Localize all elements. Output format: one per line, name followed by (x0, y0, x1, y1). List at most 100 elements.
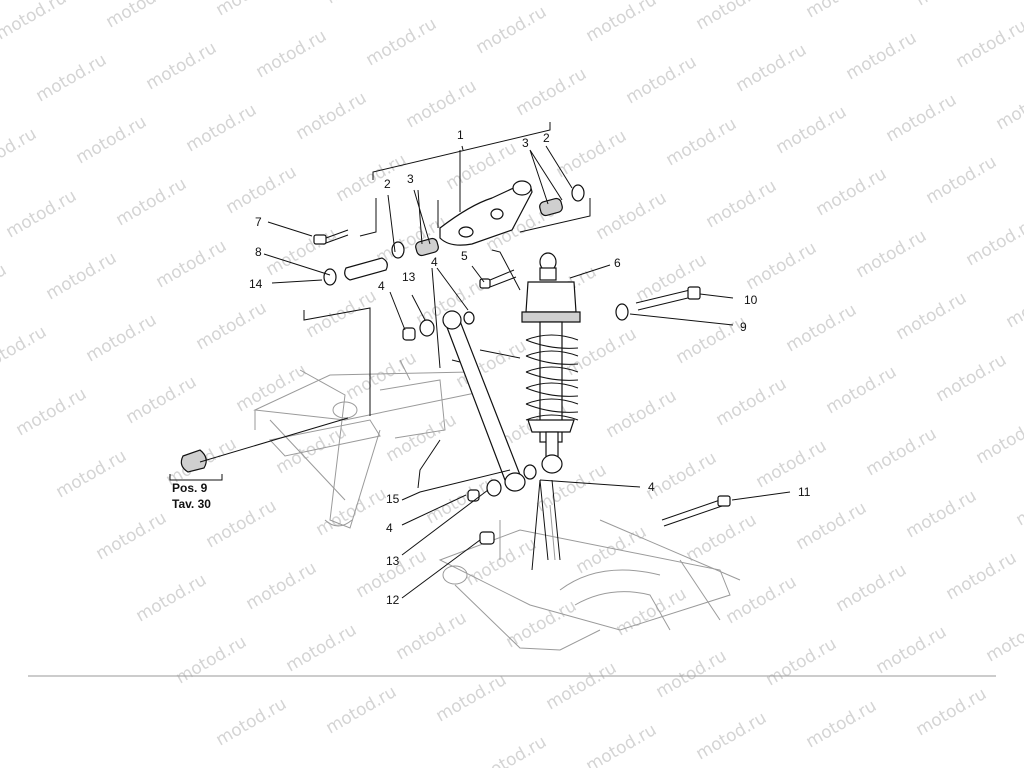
reference-tav: Tav. 30 (172, 497, 211, 511)
bushing-pos9 (180, 449, 207, 473)
watermark-text: motod.ru (683, 510, 761, 566)
watermark-text: motod.ru (323, 0, 401, 8)
callout-13: 13 (402, 270, 416, 284)
watermark-text: motod.ru (43, 248, 121, 304)
washer-4-right (523, 464, 537, 480)
watermark-text: motod.ru (623, 52, 701, 108)
pin-8 (344, 257, 388, 281)
watermark-text: motod.ru (13, 384, 91, 440)
nut-4-lower (467, 489, 480, 502)
watermark-text: motod.ru (473, 2, 551, 58)
watermark-text: motod.ru (463, 534, 541, 590)
watermark-text: motod.ru (283, 620, 361, 676)
washer-13-upper (419, 319, 435, 337)
watermark-text: motod.ru (903, 486, 981, 542)
watermark-text: motod.ru (173, 632, 251, 688)
watermark-text: motod.ru (783, 300, 861, 356)
watermark-text: motod.ru (143, 38, 221, 94)
washer-9 (615, 303, 629, 321)
watermark-text: motod.ru (503, 596, 581, 652)
watermark-text: motod.ru (113, 174, 191, 230)
watermark-text: motod.ru (0, 0, 70, 44)
watermark-text: motod.ru (73, 112, 151, 168)
callout-12: 12 (386, 593, 400, 607)
callout-2: 2 (384, 177, 391, 191)
callout-10: 10 (744, 293, 758, 307)
watermark-text: motod.ru (693, 0, 771, 34)
watermark-text: motod.ru (103, 0, 181, 32)
watermark-text: motod.ru (913, 0, 991, 10)
watermark-text: motod.ru (643, 448, 721, 504)
watermark-text: motod.ru (233, 360, 311, 416)
watermark-text: motod.ru (553, 126, 631, 182)
watermark-text: motod.ru (0, 124, 40, 180)
watermark-text: motod.ru (653, 646, 731, 702)
watermark-text: motod.ru (803, 696, 881, 752)
watermark-text: motod.ru (253, 26, 331, 82)
watermark-text: motod.ru (3, 186, 81, 242)
watermark-text: motod.ru (223, 162, 301, 218)
watermark-text: motod.ru (973, 412, 1024, 468)
watermark-text: motod.ru (743, 238, 821, 294)
watermark-text: motod.ru (183, 100, 261, 156)
watermark-text: motod.ru (883, 90, 961, 146)
watermark-text: motod.ru (953, 16, 1024, 72)
watermark-text: motod.ru (133, 570, 211, 626)
watermark-text: motod.ru (433, 670, 511, 726)
leader-lines (169, 122, 791, 599)
watermark-text: motod.ru (613, 584, 691, 640)
callout-8: 8 (255, 245, 262, 259)
bushing-right (539, 184, 585, 217)
watermark-text: motod.ru (393, 608, 471, 664)
watermark-text: motod.ru (703, 176, 781, 232)
watermark-text: motod.ru (663, 114, 741, 170)
watermark-text: motod.ru (713, 374, 791, 430)
bushing-left (391, 237, 439, 259)
watermark-text: motod.ru (933, 350, 1011, 406)
watermark-text: motod.ru (603, 386, 681, 442)
watermark-text: motod.ru (893, 288, 971, 344)
watermark-text: motod.ru (0, 260, 10, 316)
washer-13-lower (486, 479, 502, 497)
watermark-text: motod.ru (53, 446, 131, 502)
callout-5: 5 (461, 249, 468, 263)
callout-4: 4 (648, 480, 655, 494)
watermark-text: motod.ru (563, 324, 641, 380)
watermark-text: motod.ru (583, 720, 661, 768)
watermark-text: motod.ru (693, 708, 771, 764)
watermark-text: motod.ru (243, 558, 321, 614)
watermark-text: motod.ru (913, 684, 991, 740)
watermark-text: motod.ru (863, 424, 941, 480)
bolt-11 (661, 495, 731, 527)
bolt-5 (479, 269, 517, 289)
callout-2: 2 (543, 131, 550, 145)
watermark-text: motod.ru (1003, 276, 1024, 332)
watermark-text: motod.ru (763, 634, 841, 690)
watermark-text: motod.ru (403, 76, 481, 132)
watermark-text: motod.ru (963, 214, 1024, 270)
watermark-text: motod.ru (573, 522, 651, 578)
watermark-text: motod.ru (333, 150, 411, 206)
watermark-text: motod.ru (363, 14, 441, 70)
callout-1: 1 (457, 128, 464, 142)
shock-absorber (521, 252, 581, 474)
callout-3: 3 (407, 172, 414, 186)
rocker-arm (439, 180, 533, 246)
watermark-text: motod.ru (543, 658, 621, 714)
watermark-text: motod.ru (793, 498, 871, 554)
reference-pos: Pos. 9 (172, 481, 208, 495)
watermark-text: motod.ru (593, 188, 671, 244)
watermark-text: motod.ru (33, 50, 111, 106)
callouts: 1 2 2 3 3 7 8 14 13 4 4 5 6 10 9 11 4 15… (249, 128, 811, 607)
watermark-text: motod.ru (0, 322, 50, 378)
watermark-text: motod.ru (773, 102, 851, 158)
watermark-text: motod.ru (753, 436, 831, 492)
cross-reference: Pos. 9 Tav. 30 (172, 481, 211, 511)
watermark-text: motod.ru (853, 226, 931, 282)
callout-4: 4 (386, 521, 393, 535)
watermark-text: motod.ru (803, 0, 881, 22)
watermark-text: motod.ru (303, 286, 381, 342)
tie-rod-15 (442, 310, 526, 492)
